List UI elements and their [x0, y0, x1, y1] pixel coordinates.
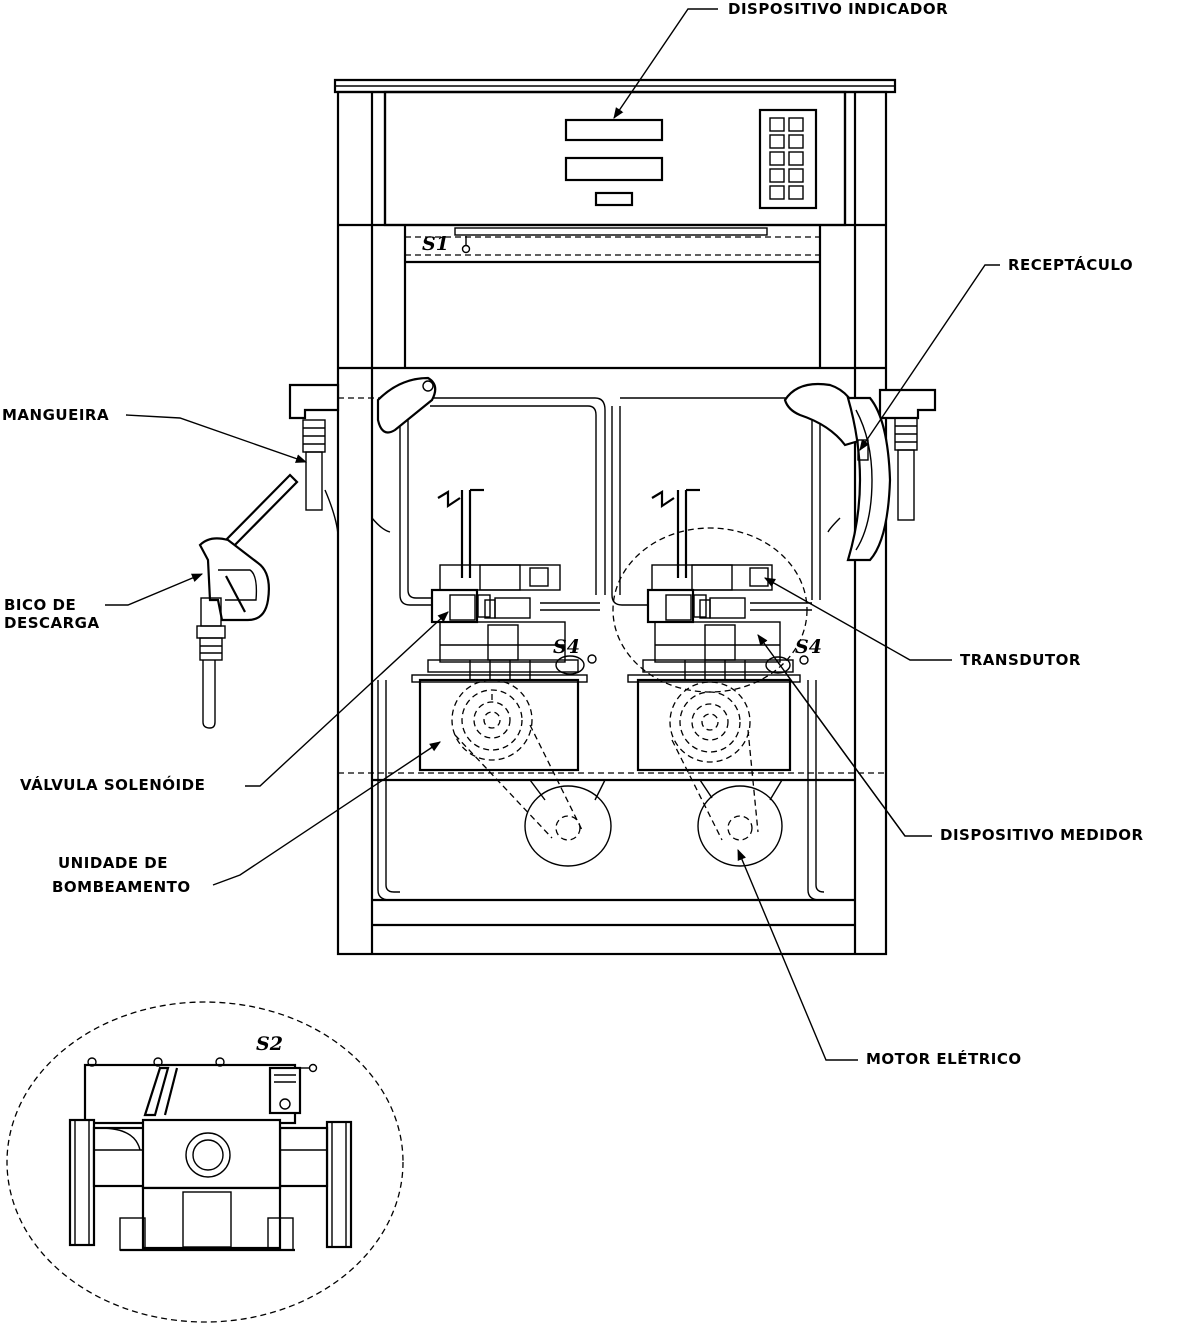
- label-receptaculo: RECEPTÁCULO: [859, 255, 1133, 451]
- label-transdutor-text: TRANSDUTOR: [960, 651, 1081, 669]
- label-valvula-solenoide-text: VÁLVULA SOLENÓIDE: [20, 775, 205, 794]
- receptacle: [846, 396, 892, 562]
- right-pump-module: [612, 488, 812, 867]
- detail-view: S2: [6, 1001, 404, 1323]
- hose-piping: [338, 395, 825, 901]
- right-hose: [894, 417, 918, 521]
- sensor-s4-left-label: S4: [553, 636, 580, 658]
- keypad-key: [769, 185, 785, 200]
- label-receptaculo-text: RECEPTÁCULO: [1008, 255, 1133, 274]
- label-dispositivo-indicador: DISPOSITIVO INDICADOR: [613, 0, 948, 119]
- keypad-key: [769, 134, 785, 149]
- keypad-key: [788, 168, 804, 183]
- label-unidade-line1: UNIDADE DE: [58, 854, 168, 872]
- left-hose: [302, 419, 326, 511]
- left-pump-module: [411, 488, 612, 867]
- label-motor-eletrico-text: MOTOR ELÉTRICO: [866, 1049, 1022, 1068]
- label-transdutor: TRANSDUTOR: [764, 577, 1081, 669]
- keypad-key: [769, 168, 785, 183]
- sensor-s4-right-label: S4: [795, 636, 822, 658]
- sensor-s4-left: S4: [553, 636, 597, 664]
- label-mangueira-text: MANGUEIRA: [2, 406, 109, 424]
- right-holder: [783, 382, 937, 562]
- dispenser-body: [333, 78, 897, 956]
- keypad-key: [769, 117, 785, 132]
- label-dispositivo-medidor: DISPOSITIVO MEDIDOR: [757, 634, 1144, 844]
- label-mangueira: MANGUEIRA: [2, 406, 308, 463]
- keypad-key: [769, 151, 785, 166]
- label-bico-line1: BICO DE: [4, 596, 76, 614]
- sensor-s4-right: S4: [795, 636, 822, 665]
- keypad-key: [788, 117, 804, 132]
- label-dispositivo-medidor-text: DISPOSITIVO MEDIDOR: [940, 826, 1144, 844]
- label-motor-eletrico: MOTOR ELÉTRICO: [737, 848, 1022, 1068]
- label-dispositivo-indicador-text: DISPOSITIVO INDICADOR: [728, 0, 948, 18]
- discharge-nozzle: [196, 473, 299, 729]
- keypad: [758, 108, 818, 210]
- label-valvula-solenoide: VÁLVULA SOLENÓIDE: [20, 611, 449, 794]
- label-bico-line2: DESCARGA: [4, 614, 100, 632]
- sensor-s1: S1: [422, 233, 471, 255]
- left-holder: [288, 376, 437, 546]
- label-unidade-line2: BOMBEAMENTO: [52, 878, 191, 896]
- keypad-key: [788, 185, 804, 200]
- sensor-s2-label: S2: [256, 1033, 283, 1055]
- keypad-key: [788, 134, 804, 149]
- keypad-key: [788, 151, 804, 166]
- label-bico-de-descarga: BICO DE DESCARGA: [4, 573, 204, 632]
- label-unidade-de-bombeamento: UNIDADE DE BOMBEAMENTO: [52, 741, 441, 896]
- indicator-display: [564, 118, 664, 207]
- sensor-s1-label: S1: [422, 233, 449, 255]
